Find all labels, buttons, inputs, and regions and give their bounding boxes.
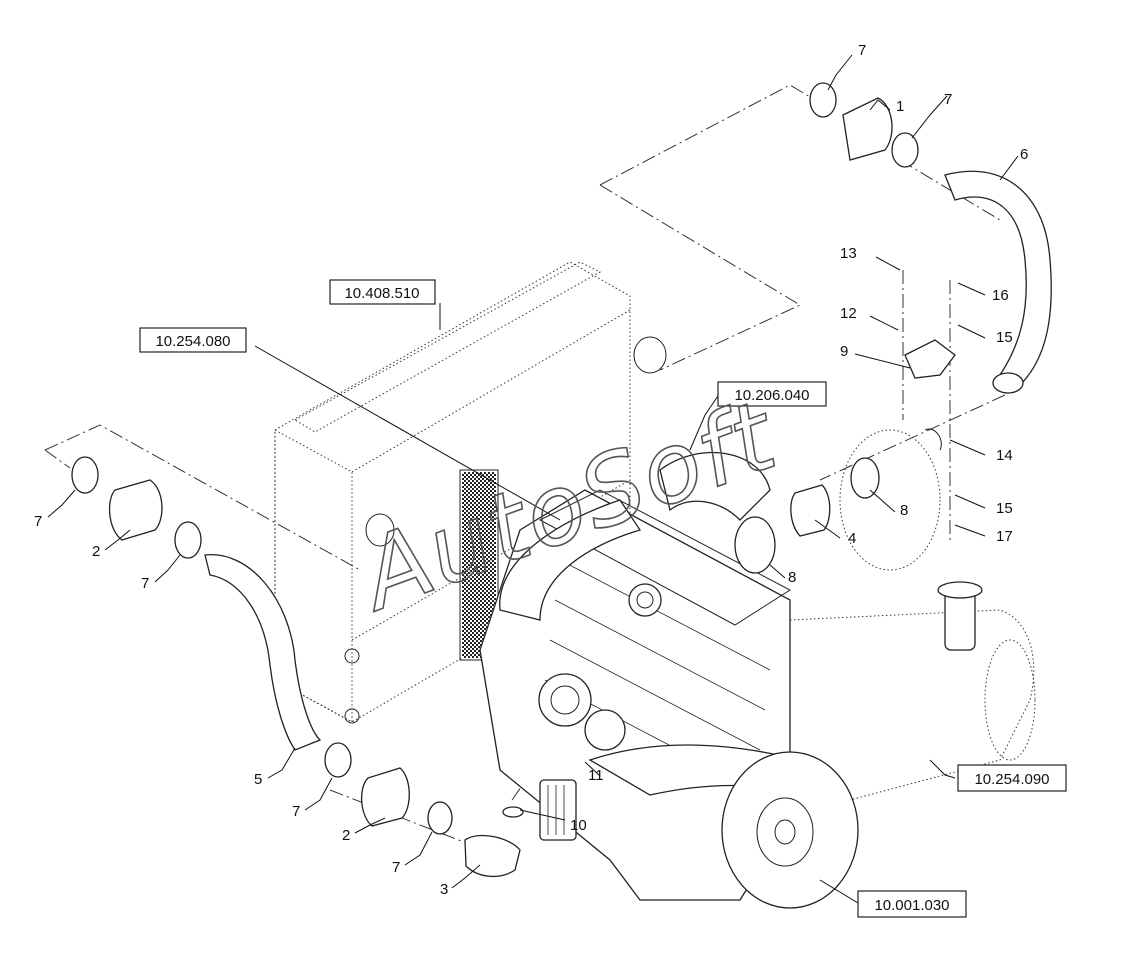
reference-label: 10.001.030 [874, 897, 949, 914]
callout-1: 1 [896, 98, 904, 115]
reference-box: 10.408.510 [329, 279, 436, 305]
reference-label: 10.408.510 [344, 285, 419, 302]
callout-15: 15 [996, 329, 1013, 346]
reference-label: 10.206.040 [734, 387, 809, 404]
callout-2: 2 [92, 543, 100, 560]
callout-11: 11 [588, 767, 604, 784]
top-right-hose-set [809, 82, 1052, 394]
reference-box: 10.001.030 [857, 890, 967, 918]
middle-hose-set [790, 457, 880, 537]
callout-7: 7 [292, 803, 300, 820]
callout-7: 7 [141, 575, 149, 592]
callout-15: 15 [996, 500, 1013, 517]
bracket-9 [904, 339, 956, 451]
callout-5: 5 [254, 771, 262, 788]
callout-9: 9 [840, 343, 848, 360]
reference-box: 10.206.040 [717, 381, 827, 407]
clamp-top-left [809, 82, 837, 118]
callout-7: 7 [858, 42, 866, 59]
callout-7: 7 [34, 513, 42, 530]
reference-box: 10.254.090 [957, 764, 1067, 792]
left-hose-set [71, 456, 524, 877]
callout-8: 8 [788, 569, 796, 586]
aftertreatment-muffler [659, 429, 1036, 801]
callout-numbers: 7 1 7 6 13 16 12 15 9 14 8 15 4 17 8 7 2… [34, 42, 1028, 898]
callout-6: 6 [1020, 146, 1028, 163]
callout-7: 7 [392, 859, 400, 876]
callout-14: 14 [996, 447, 1013, 464]
callout-8: 8 [900, 502, 908, 519]
callout-13: 13 [840, 245, 857, 262]
hose-6 [944, 170, 1052, 386]
hose-coupler-1 [842, 97, 893, 161]
engine-block [479, 489, 859, 909]
callout-10: 10 [570, 817, 587, 834]
callout-17: 17 [996, 528, 1013, 545]
callout-16: 16 [992, 287, 1009, 304]
leader-lines [47, 54, 1019, 904]
callout-12: 12 [840, 305, 857, 322]
reference-label: 10.254.090 [974, 771, 1049, 788]
callout-2: 2 [342, 827, 350, 844]
clamp-top-right [891, 132, 919, 168]
callout-4: 4 [848, 530, 856, 547]
reference-label: 10.254.080 [155, 333, 230, 350]
callout-3: 3 [440, 881, 448, 898]
reference-box: 10.254.080 [139, 327, 247, 353]
reference-boxes: 10.408.510 10.254.080 10.206.040 10.254.… [139, 279, 1067, 918]
callout-7: 7 [944, 91, 952, 108]
